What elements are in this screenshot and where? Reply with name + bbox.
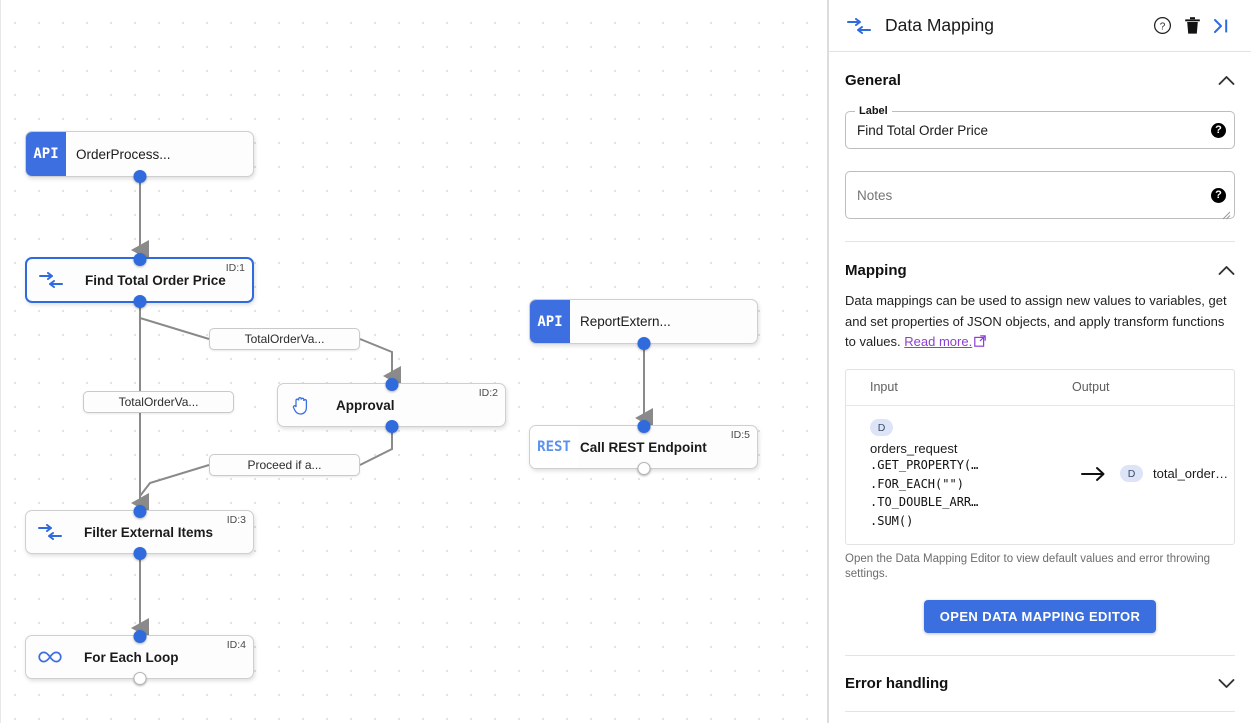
column-header-output: Output: [1072, 380, 1110, 394]
section-general: General Label Find Total Order Price ? N…: [829, 52, 1251, 242]
node-port-top[interactable]: [133, 252, 146, 266]
node-port-bottom[interactable]: [133, 169, 146, 183]
label-field-legend: Label: [855, 105, 892, 117]
properties-panel: Data Mapping ? General: [828, 0, 1251, 723]
node-find-total-order-price[interactable]: Find Total Order Price ID:1: [25, 252, 254, 308]
node-id-label: ID:3: [226, 514, 246, 526]
section-divider: [845, 241, 1235, 242]
input-type-pill: D: [870, 419, 893, 436]
help-icon[interactable]: ?: [1211, 187, 1226, 203]
label-field[interactable]: Label Find Total Order Price ?: [845, 105, 1235, 149]
api-badge: API: [530, 300, 570, 343]
data-mapping-icon: [847, 17, 873, 34]
input-transform-line: .TO_DOUBLE_ARR…: [870, 495, 979, 509]
hand-icon: [278, 394, 326, 416]
node-label: Approval: [336, 397, 395, 413]
input-variable-name: orders_request: [870, 441, 958, 456]
data-mapping-icon: [26, 524, 74, 540]
mapping-footnote: Open the Data Mapping Editor to view def…: [845, 553, 1211, 580]
node-port-bottom[interactable]: [133, 546, 146, 560]
mapping-table: Input Output D orders_request .GET_PROPE…: [845, 368, 1235, 545]
node-port-top[interactable]: [385, 377, 398, 391]
canvas-right-rule: [827, 0, 828, 723]
panel-title: Data Mapping: [885, 15, 994, 35]
section-mapping-header[interactable]: Mapping: [845, 242, 1235, 291]
mapping-arrow-icon: [1068, 465, 1120, 483]
external-link-icon[interactable]: [974, 333, 986, 354]
section-divider: [845, 711, 1235, 712]
collapse-panel-icon[interactable]: [1207, 11, 1237, 41]
open-data-mapping-editor-button[interactable]: OPEN DATA MAPPING EDITOR: [923, 600, 1157, 633]
svg-text:?: ?: [1159, 21, 1165, 32]
panel-body: General Label Find Total Order Price ? N…: [829, 52, 1251, 723]
section-title: Mapping: [845, 262, 907, 279]
mapping-input-cell: D orders_request .GET_PROPERTY(… .FOR_EA…: [846, 418, 1068, 531]
node-id-label: ID:1: [225, 262, 245, 274]
input-transform-line: .GET_PROPERTY(…: [870, 458, 979, 472]
node-id-label: ID:5: [730, 429, 750, 441]
node-port-bottom[interactable]: [133, 671, 146, 685]
node-label: Call REST Endpoint: [580, 439, 707, 455]
mapping-output-cell: D total_order…: [1120, 465, 1229, 483]
workflow-canvas[interactable]: API OrderProcess... Find Total Order Pri…: [0, 0, 828, 723]
mapping-table-row[interactable]: D orders_request .GET_PROPERTY(… .FOR_EA…: [846, 406, 1234, 545]
node-port-bottom[interactable]: [133, 294, 146, 308]
mapping-description: Data mappings can be used to assign new …: [845, 291, 1235, 356]
node-id-label: ID:4: [226, 639, 246, 651]
chevron-up-icon[interactable]: [1218, 265, 1235, 276]
node-port-bottom[interactable]: [637, 461, 650, 475]
node-filter-external-items[interactable]: Filter External Items ID:3: [25, 504, 254, 560]
data-mapping-icon: [27, 272, 75, 288]
section-error-handling: Error handling: [829, 656, 1251, 712]
label-field-value: Find Total Order Price: [857, 122, 989, 138]
section-general-header[interactable]: General: [845, 52, 1235, 101]
help-icon[interactable]: ?: [1211, 122, 1226, 138]
node-port-top[interactable]: [133, 629, 146, 643]
input-transform-line: .SUM(): [870, 513, 914, 528]
node-approval[interactable]: Approval ID:2: [277, 377, 506, 433]
panel-header: Data Mapping ?: [829, 0, 1251, 52]
edge-label[interactable]: TotalOrderVa...: [83, 391, 234, 413]
output-type-pill: D: [1120, 465, 1143, 483]
node-label: ReportExtern...: [580, 314, 671, 329]
canvas-left-rule: [0, 0, 1, 723]
infinity-icon: [26, 649, 74, 665]
resize-grip-icon[interactable]: [1222, 207, 1231, 220]
section-title: General: [845, 72, 901, 89]
node-port-bottom[interactable]: [385, 419, 398, 433]
notes-placeholder: Notes: [857, 187, 893, 203]
mapping-table-header: Input Output: [846, 370, 1234, 406]
node-label: OrderProcess...: [76, 146, 171, 162]
trash-icon[interactable]: [1177, 11, 1207, 41]
node-id-label: ID:2: [478, 387, 498, 399]
node-order-process[interactable]: API OrderProcess...: [25, 131, 254, 183]
column-header-input: Input: [870, 380, 898, 394]
notes-field[interactable]: Notes ?: [845, 171, 1235, 220]
input-transform-line: .FOR_EACH(""): [870, 476, 964, 491]
node-label: For Each Loop: [84, 649, 179, 665]
node-port-bottom[interactable]: [637, 336, 650, 350]
rest-badge: REST: [530, 426, 578, 468]
help-circle-icon[interactable]: ?: [1147, 11, 1177, 41]
node-report-external[interactable]: API ReportExtern...: [529, 299, 758, 350]
read-more-link[interactable]: Read more.: [904, 334, 973, 349]
mapping-description-text: Data mappings can be used to assign new …: [845, 293, 1227, 349]
edge-connectors: [131, 177, 653, 638]
node-port-top[interactable]: [637, 419, 650, 433]
node-for-each-loop[interactable]: For Each Loop ID:4: [25, 629, 254, 685]
node-call-rest-endpoint[interactable]: REST Call REST Endpoint ID:5: [529, 419, 758, 475]
edge-label[interactable]: TotalOrderVa...: [209, 328, 360, 350]
section-title: Error handling: [845, 675, 949, 692]
api-badge: API: [26, 132, 66, 176]
node-label: Filter External Items: [84, 524, 214, 540]
output-variable-name: total_order…: [1153, 466, 1229, 482]
section-error-handling-header[interactable]: Error handling: [845, 656, 1235, 711]
edge-label[interactable]: Proceed if a...: [209, 454, 360, 476]
section-divider: [845, 655, 1235, 656]
node-label: Find Total Order Price: [85, 272, 226, 288]
chevron-down-icon[interactable]: [1218, 678, 1235, 689]
chevron-up-icon[interactable]: [1218, 75, 1235, 86]
node-port-top[interactable]: [133, 504, 146, 518]
section-mapping: Mapping Data mappings can be used to ass…: [829, 242, 1251, 656]
